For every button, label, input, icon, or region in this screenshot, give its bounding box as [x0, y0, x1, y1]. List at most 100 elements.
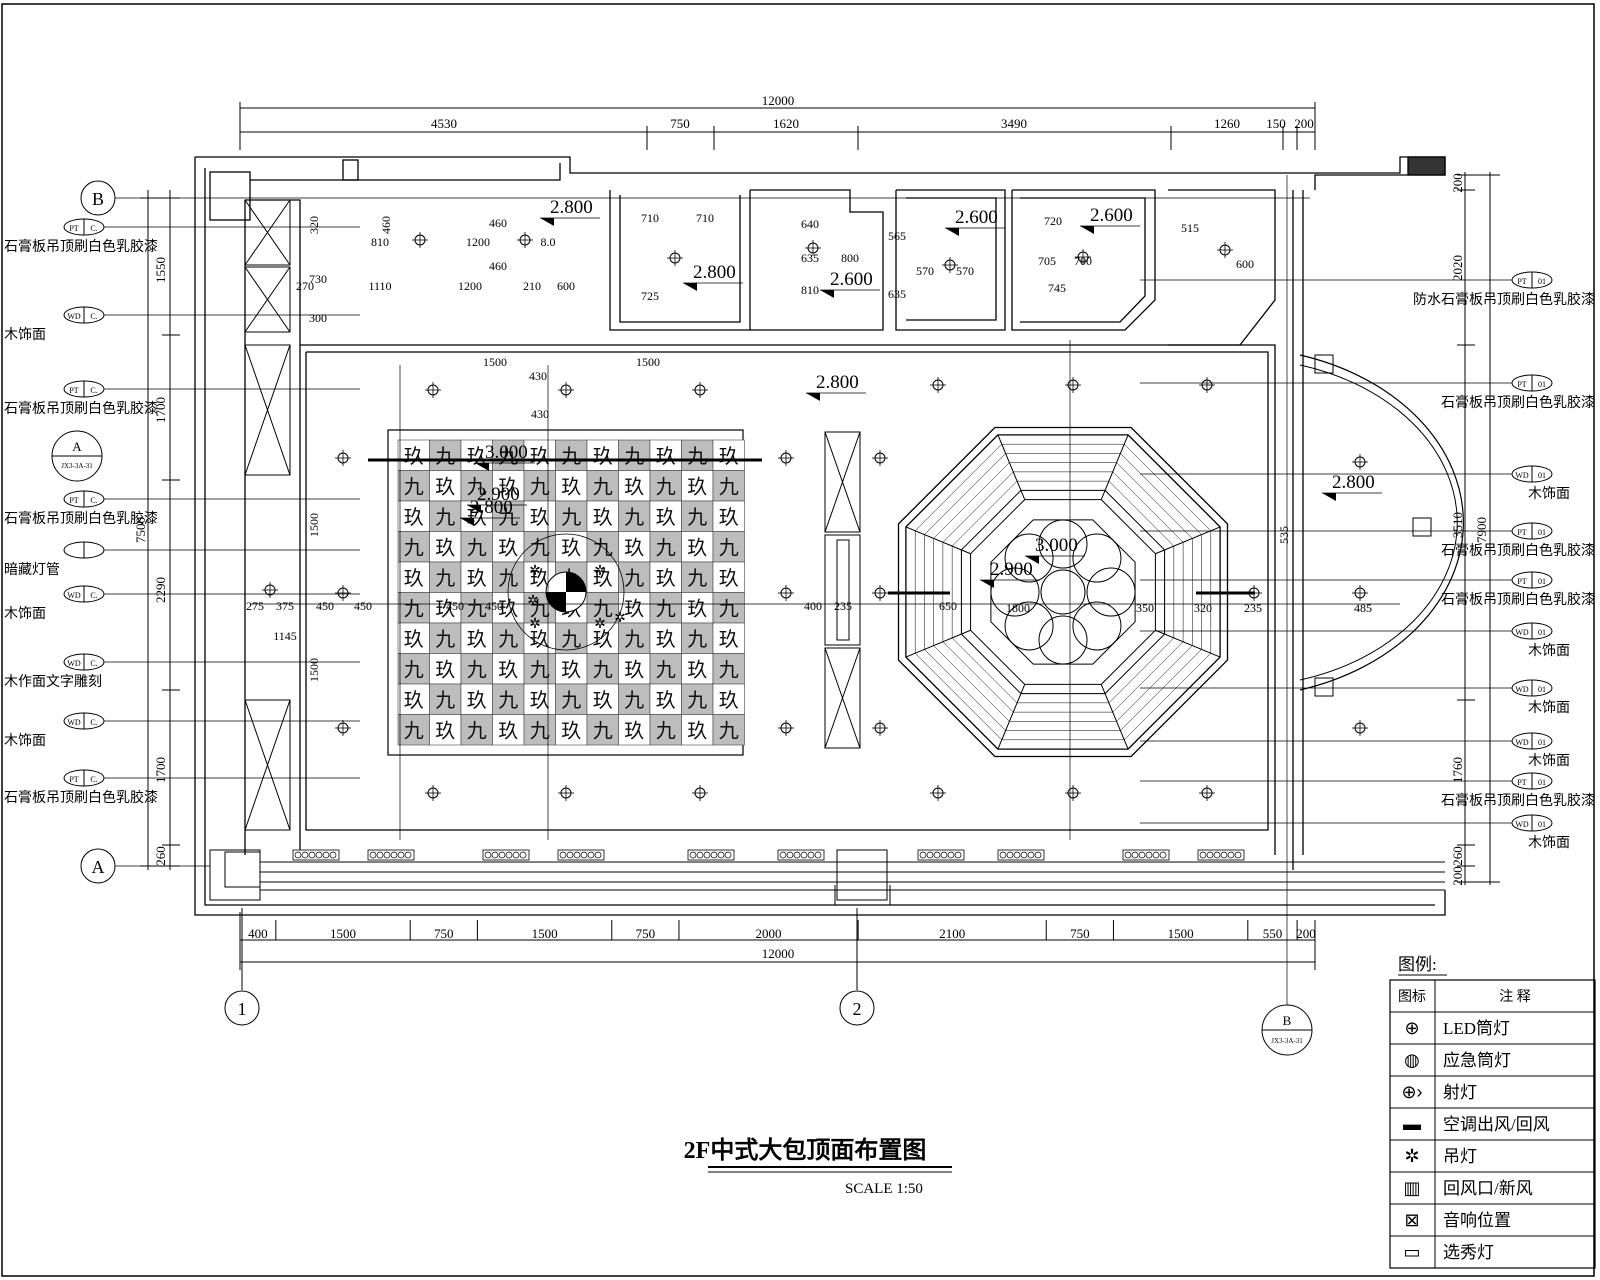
octagon-rib	[905, 629, 971, 658]
tag-code: C.	[90, 718, 97, 727]
ceiling-height-value: 2.800	[816, 372, 859, 393]
carved-character: 九	[624, 628, 644, 651]
octagon-ring	[960, 489, 1166, 695]
legend-col-symbol: 图标	[1398, 989, 1426, 1005]
carved-character: 九	[467, 536, 487, 559]
dim-bottom-seg: 200	[1296, 926, 1316, 941]
carved-character: 玖	[498, 719, 518, 742]
ceiling-height-value: 2.900	[477, 484, 520, 505]
dim-top-total: 12000	[762, 93, 795, 108]
dim-right-seg: 3510	[1450, 512, 1465, 538]
octagon-rib	[1100, 684, 1129, 750]
carved-character: 玖	[593, 445, 613, 468]
octagon-hatch	[961, 633, 1022, 694]
grid-cell	[681, 531, 714, 563]
grid-cell	[397, 500, 430, 532]
inner-dim-value: 1200	[466, 235, 490, 249]
speaker-icon: ⊠	[1404, 1210, 1419, 1230]
inner-dim-value: 1500	[307, 513, 321, 537]
height-marker-icon	[540, 218, 554, 226]
carved-character: 九	[624, 445, 644, 468]
chandelier-icon: ✲	[527, 592, 539, 608]
grid-cell	[649, 714, 682, 746]
carved-character: 九	[561, 628, 581, 651]
carved-character: 九	[498, 628, 518, 651]
dim-left-total: 7500	[133, 517, 148, 543]
carved-character: 九	[593, 475, 613, 498]
grid-cell	[523, 500, 556, 532]
tag-code: WD	[1515, 738, 1529, 747]
column-marker	[1314, 677, 1334, 697]
carved-character: 九	[404, 475, 424, 498]
grid-cell	[429, 683, 462, 715]
tag-code: C.	[90, 659, 97, 668]
octagon-hatch	[1120, 453, 1202, 535]
carved-character: 九	[656, 536, 676, 559]
curved-bay-outer	[1299, 354, 1464, 691]
carved-character: 玖	[687, 597, 707, 620]
carved-character: 玖	[687, 475, 707, 498]
dim-bottom-seg: 750	[636, 926, 656, 941]
legend-table: 图标注 释⊕LED筒灯◍应急筒灯⊕›射灯▬空调出风/回风✲吊灯▥回风口/新风⊠音…	[1389, 979, 1596, 1269]
carved-character: 玖	[435, 536, 455, 559]
grid-cell	[555, 653, 588, 685]
drawing-title: 2F中式大包顶面布置图	[684, 1136, 927, 1164]
dim-top-seg: 1260	[1214, 116, 1240, 131]
grid-cell	[397, 439, 430, 471]
octagon-hatch	[933, 645, 1010, 722]
inner-dim-value: 600	[557, 279, 575, 293]
inner-dim-value: 460	[379, 216, 393, 234]
grid-cell	[492, 622, 525, 654]
grid-label: B	[92, 189, 104, 209]
grid-cell	[712, 500, 745, 532]
carved-character: 九	[467, 658, 487, 681]
chandelier-globe	[1072, 533, 1122, 583]
grid-cell	[492, 470, 525, 502]
section-ref: JX3-3A-31	[1271, 1037, 1303, 1045]
octagon-hatch	[942, 471, 1014, 543]
dim-top-seg: 4530	[431, 116, 457, 131]
inner-dim-value: 635	[801, 251, 819, 265]
left-panels	[244, 199, 291, 831]
carved-character: 九	[593, 658, 613, 681]
grid-cell	[555, 470, 588, 502]
carved-character: 九	[435, 689, 455, 712]
material-label-left: 石膏板吊顶刷白色乳胶漆	[4, 238, 158, 255]
material-label-left: 石膏板吊顶刷白色乳胶漆	[4, 400, 158, 417]
legend-item-label: 吊灯	[1443, 1147, 1477, 1166]
carved-character: 玖	[656, 445, 676, 468]
inner-dim-value: 515	[1181, 221, 1199, 235]
grid-cell	[397, 592, 430, 624]
inner-dim-value: 275	[246, 599, 264, 613]
carved-character: 九	[561, 445, 581, 468]
octagon-hatch	[1124, 653, 1211, 740]
grid-cell	[681, 592, 714, 624]
chandelier-icon: ✲	[529, 562, 541, 578]
carved-character: 玖	[719, 445, 739, 468]
octagon-hatch	[1124, 444, 1211, 531]
inner-dim-value: 600	[1236, 257, 1254, 271]
carved-character: 九	[624, 689, 644, 712]
carved-character: 玖	[435, 658, 455, 681]
tag-code: PT	[69, 386, 78, 395]
legend-item-label: 应急筒灯	[1443, 1051, 1511, 1070]
carved-character: 玖	[593, 567, 613, 590]
chandelier-globe	[1004, 533, 1054, 583]
carved-character: 九	[404, 536, 424, 559]
ceiling-height-value: 2.600	[830, 269, 873, 290]
ac-vent-icon: ▬	[1403, 1114, 1421, 1134]
tag-code: WD	[1515, 820, 1529, 829]
carved-character: 九	[687, 445, 707, 468]
tag-code: PT	[69, 496, 78, 505]
dim-bottom-seg: 1500	[532, 926, 558, 941]
octagon-rib	[1155, 629, 1221, 658]
inner-dim-value: 1200	[458, 279, 482, 293]
carved-character: 九	[719, 475, 739, 498]
inner-dim-value: 460	[489, 216, 507, 230]
tag-code: PT	[1517, 577, 1526, 586]
dim-bottom-seg: 1500	[1168, 926, 1194, 941]
carved-character: 玖	[404, 506, 424, 529]
legend-heading: 图例:	[1398, 955, 1437, 974]
grid-cell	[712, 653, 745, 685]
